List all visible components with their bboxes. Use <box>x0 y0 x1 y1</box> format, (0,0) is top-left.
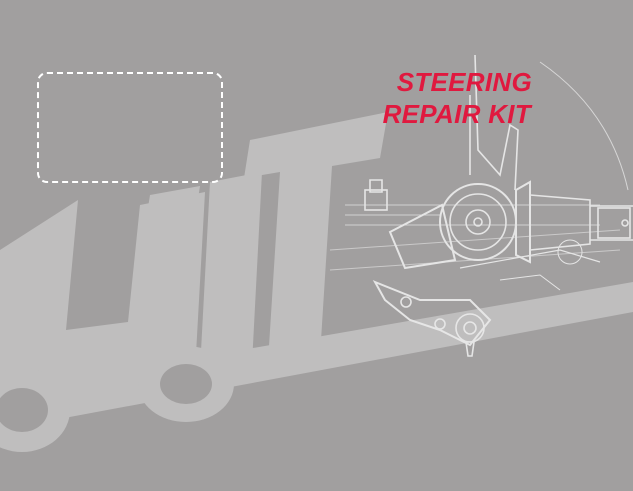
product-title: STEERING REPAIR KIT <box>383 66 532 130</box>
watermark-letter-t <box>244 112 388 362</box>
watermark-letter-i-dot <box>146 186 200 220</box>
watermark-letter-i <box>200 172 262 370</box>
watermark-letter-u <box>0 192 205 398</box>
title-line-2: REPAIR KIT <box>382 99 531 129</box>
label-placeholder-box <box>37 72 223 183</box>
steering-knuckle-drawing <box>329 54 633 357</box>
truck-logo-watermark <box>0 112 633 452</box>
title-line-1: STEERING <box>396 67 532 97</box>
